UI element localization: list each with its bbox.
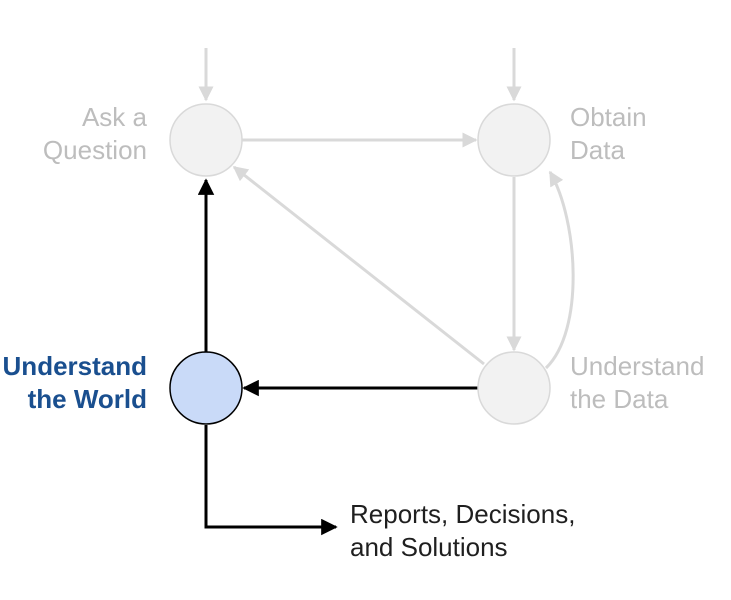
label-understand-data-line2: the Data: [570, 384, 669, 414]
label-obtain-data-line2: Data: [570, 135, 625, 165]
label-obtain-data-line1: Obtain: [570, 102, 647, 132]
label-ask-question: Ask a Question: [43, 101, 147, 167]
label-understand-data-line1: Understand: [570, 351, 705, 381]
arrow-understand-data-to-question: [232, 165, 485, 366]
label-output-line2: and Solutions: [350, 532, 508, 562]
label-ask-question-line1: Ask a: [81, 102, 147, 132]
node-understand-data: [477, 351, 551, 425]
label-ask-question-line2: Question: [42, 135, 147, 165]
label-understand-world-line1: Understand: [2, 351, 147, 381]
label-understand-data: Understand the Data: [570, 350, 704, 416]
label-output-line1: Reports, Decisions,: [350, 499, 576, 529]
label-understand-world: Understand the World: [3, 350, 147, 416]
label-output: Reports, Decisions, and Solutions: [350, 498, 575, 564]
node-understand-world: [169, 351, 243, 425]
arrow-understand-data-to-obtain: [544, 170, 575, 370]
node-ask-question: [169, 103, 243, 177]
arrow-world-to-output: [204, 425, 338, 536]
node-obtain-data: [477, 103, 551, 177]
label-obtain-data: Obtain Data: [570, 101, 647, 167]
label-understand-world-line2: the World: [27, 384, 147, 414]
